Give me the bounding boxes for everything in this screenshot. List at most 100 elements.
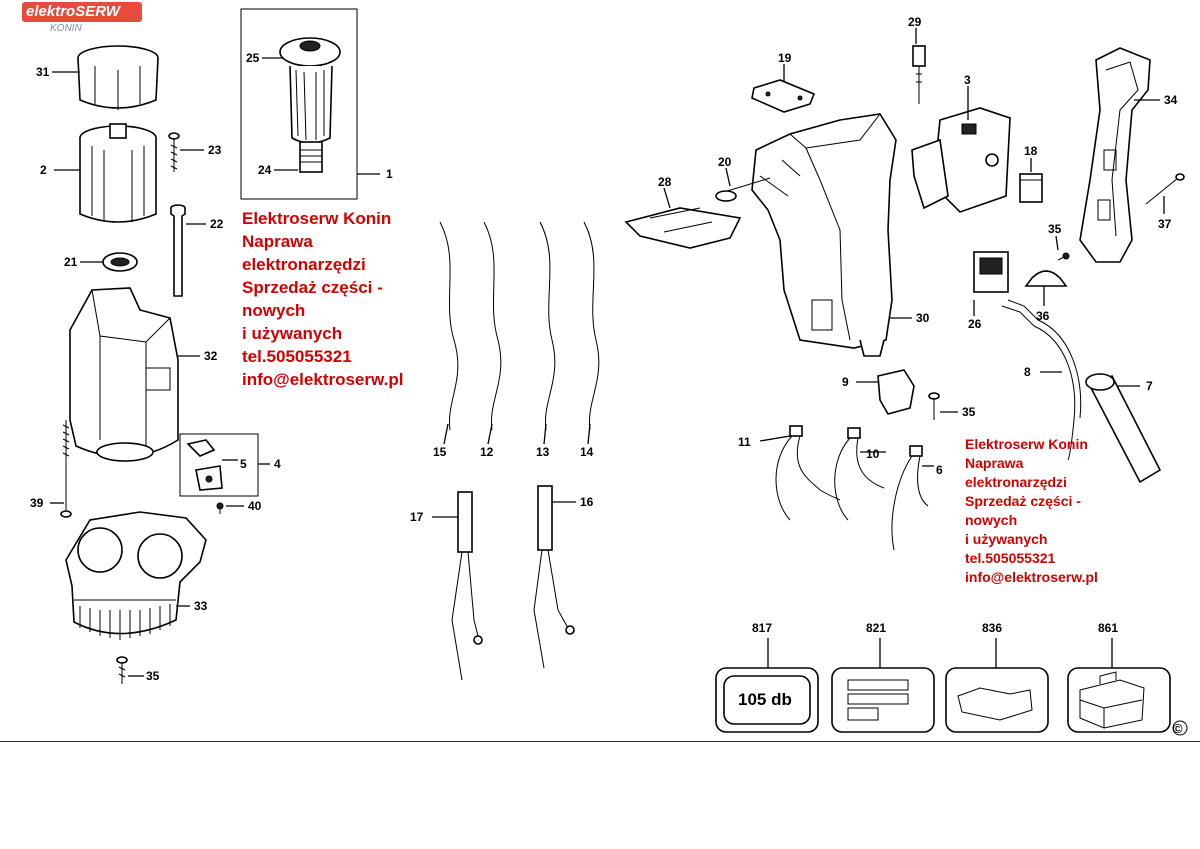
part-817-noise-label-inner: [723, 675, 811, 725]
part-836-case-frame: [945, 667, 1049, 733]
part-35-screw-mid: [1057, 252, 1070, 261]
label-29: 29: [908, 15, 922, 29]
label-39: 39: [30, 496, 44, 510]
part-861-case-frame: [1067, 667, 1171, 733]
part-30-main-housing: [751, 113, 897, 357]
label-23: 23: [208, 143, 222, 157]
part-37-screw: [1145, 173, 1185, 205]
label-817: 817: [752, 621, 772, 635]
label-20: 20: [718, 155, 732, 169]
part-21-seal: [102, 252, 138, 272]
label-13: 13: [536, 445, 550, 459]
promo-line: Elektroserw Konin: [242, 209, 392, 228]
leader-14: [587, 423, 591, 445]
part-7-sleeve: [1085, 373, 1162, 484]
promo-line: Naprawa: [965, 455, 1024, 471]
label-26: 26: [968, 317, 982, 331]
part-28-plate: [624, 207, 742, 249]
promo-line: elektronarzędzi: [965, 474, 1067, 490]
bottom-divider: [0, 741, 1200, 742]
label-28: 28: [658, 175, 672, 189]
label-36: 36: [1036, 309, 1050, 323]
part-821-rating-plate: [831, 667, 935, 733]
part-39-screw: [60, 420, 72, 518]
label-35b: 35: [1048, 222, 1062, 236]
logo-badge: [22, 2, 142, 22]
part-31-ring: [77, 45, 159, 110]
logo-text-a: elektro: [26, 3, 76, 20]
plate-bar-2: [847, 693, 909, 705]
part-22-tube: [170, 204, 186, 297]
leader-12: [487, 423, 493, 445]
part-836-open-case: [957, 687, 1033, 721]
part-18-block: [1019, 173, 1043, 203]
label-12: 12: [480, 445, 494, 459]
leader-15: [443, 423, 449, 445]
label-1: 1: [386, 167, 393, 181]
part-5-clip: [186, 439, 223, 491]
promo-phone: tel.505055321: [242, 347, 352, 366]
part-11-lead: [775, 425, 841, 521]
part-1-armature-box: [240, 8, 358, 200]
label-4: 4: [274, 457, 281, 471]
label-35a: 35: [146, 669, 160, 683]
label-2: 2: [40, 163, 47, 177]
promo-text-top: Elektroserw Konin Naprawa elektronarzędz…: [242, 207, 403, 391]
promo-line: Naprawa: [242, 232, 313, 251]
noise-badge-text: 105 db: [738, 690, 792, 709]
label-30: 30: [916, 311, 930, 325]
part-20-pin: [715, 177, 771, 202]
label-35c: 35: [962, 405, 976, 419]
part-12-wire: [483, 221, 502, 431]
label-33: 33: [194, 599, 208, 613]
label-3: 3: [964, 73, 971, 87]
promo-line: elektronarzędzi: [242, 255, 366, 274]
label-22: 22: [210, 217, 224, 231]
leader-11: [759, 435, 791, 442]
plate-bar-3: [847, 707, 879, 721]
part-17-brush: [451, 491, 483, 681]
copyright-circle: [1172, 720, 1188, 736]
label-37: 37: [1158, 217, 1172, 231]
label-8: 8: [1024, 365, 1031, 379]
brand-logo: elektroSERW KONIN: [0, 0, 142, 36]
logo-text: elektroSERW: [26, 3, 120, 20]
label-34: 34: [1164, 93, 1178, 107]
part-36-clamp: [1024, 270, 1068, 287]
plate-bar-1: [847, 679, 909, 691]
label-7: 7: [1146, 379, 1153, 393]
promo-line: nowych: [242, 301, 306, 320]
part-1-armature: [279, 37, 341, 173]
label-32: 32: [204, 349, 218, 363]
part-19-plate: [751, 79, 816, 113]
leader-20: [725, 167, 731, 187]
promo-text-bottom: Elektroserw Konin Naprawa elektronarzędz…: [965, 435, 1098, 587]
promo-line: Sprzedaż części -: [965, 493, 1081, 509]
label-17: 17: [410, 510, 424, 524]
part-40-screw: [216, 502, 224, 514]
promo-email: info@elektroserw.pl: [242, 370, 404, 389]
label-15: 15: [433, 445, 447, 459]
label-10: 10: [866, 447, 880, 461]
part-2-stator: [79, 123, 157, 223]
logo-subtitle: KONIN: [50, 23, 82, 34]
promo-line: nowych: [965, 512, 1018, 528]
label-24: 24: [258, 163, 272, 177]
promo-line: Elektroserw Konin: [965, 436, 1088, 452]
part-35-screw-right: [928, 392, 940, 420]
part-23-screw: [168, 132, 180, 172]
part-26-suppressor: [973, 251, 1009, 293]
label-5: 5: [240, 457, 247, 471]
part-9-bracket: [877, 369, 915, 415]
label-25: 25: [246, 51, 260, 65]
label-18: 18: [1024, 144, 1038, 158]
part-8-cord: [1001, 299, 1082, 461]
part-34-handle: [1079, 47, 1151, 263]
part-3-switch: [911, 107, 1011, 213]
leader-28: [663, 187, 671, 209]
part-14-wire: [583, 221, 600, 431]
promo-line: i używanych: [965, 531, 1048, 547]
promo-email: info@elektroserw.pl: [965, 569, 1098, 585]
label-821: 821: [866, 621, 886, 635]
